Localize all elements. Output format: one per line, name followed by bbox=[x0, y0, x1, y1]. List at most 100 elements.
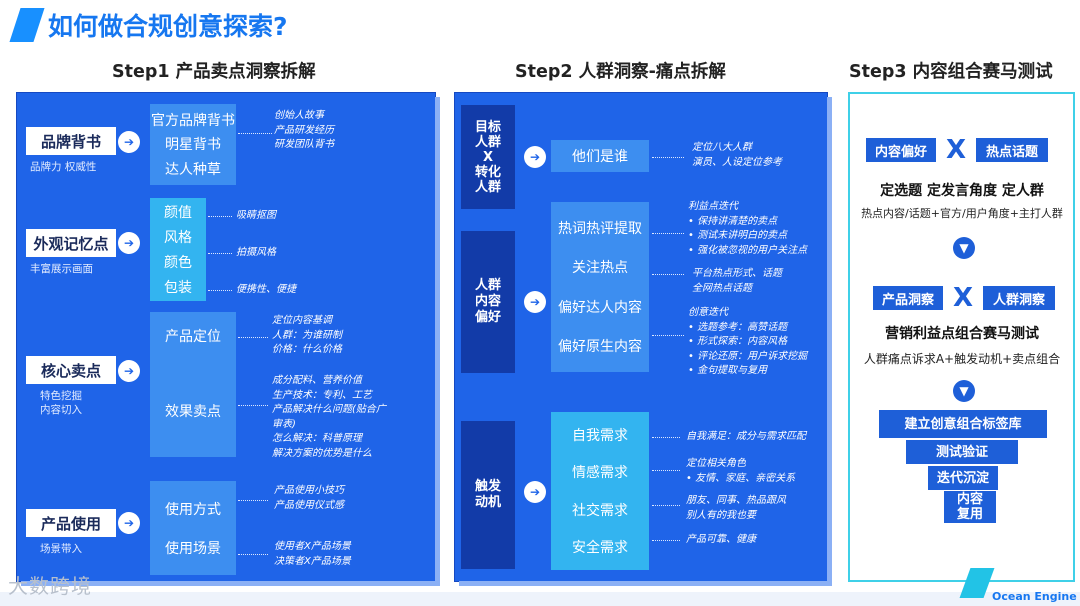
item-label: 关注热点 bbox=[572, 260, 628, 277]
note-text: 演员、人设定位参考 bbox=[692, 156, 782, 168]
note-text: 创意迭代 bbox=[688, 307, 728, 318]
arrow-circle-icon: ➔ bbox=[524, 291, 546, 313]
note-text: 人群：为谁研制 bbox=[272, 329, 342, 341]
note-group: 定位相关角色 • 友情、家庭、亲密关系 bbox=[686, 457, 795, 486]
connector-dots bbox=[652, 233, 684, 234]
sub-label: 内容切入 bbox=[40, 404, 82, 416]
label-line: 触发 bbox=[474, 479, 501, 494]
step2-title: Step2 人群洞察-痛点拆解 bbox=[515, 62, 726, 82]
item-label: 产品定位 bbox=[165, 329, 221, 345]
label-line: 人群 bbox=[474, 179, 501, 195]
note-group: 创意迭代 • 选题参考：高赞话题 • 形式探索：内容风格 • 评论还原：用户诉求… bbox=[688, 306, 807, 379]
arrow-circle-icon: ➔ bbox=[118, 360, 140, 382]
note-text: 产品使用小技巧 bbox=[274, 485, 344, 496]
step3-heading: 定选题 定发言角度 定人群 bbox=[880, 183, 1044, 199]
note-text: 定位八大人群 bbox=[692, 142, 752, 153]
arrow-circle-icon: ➔ bbox=[524, 146, 546, 168]
note-text: • 选题参考：高赞话题 bbox=[688, 321, 788, 333]
note-text: 定位内容基调 bbox=[272, 315, 332, 326]
funnel-level-1: 建立创意组合标签库 bbox=[879, 410, 1047, 438]
item-label: 安全需求 bbox=[572, 540, 628, 557]
bottom-bar bbox=[0, 592, 1080, 606]
item-label: 情感需求 bbox=[572, 465, 628, 482]
label-line: 人群 bbox=[474, 278, 501, 293]
note-group: 产品使用小技巧 产品使用仪式感 bbox=[274, 484, 344, 513]
title-bar bbox=[0, 0, 1080, 48]
item-label: 他们是谁 bbox=[572, 149, 628, 165]
note-text: 别人有的我也要 bbox=[686, 509, 756, 521]
step3-title: Step3 内容组合赛马测试 bbox=[849, 62, 1053, 82]
step3-heading: 营销利益点组合赛马测试 bbox=[885, 326, 1039, 342]
note-text: 价格：什么价格 bbox=[272, 344, 342, 355]
note-text: 吸睛抠图 bbox=[236, 210, 276, 221]
arrow-down-circle-icon: ▼ bbox=[953, 380, 975, 402]
note-text: 审表) bbox=[272, 418, 296, 430]
note-text: 自我满足：成分与需求匹配 bbox=[686, 431, 806, 442]
step3-subheading: 热点内容/话题+官方/用户角度+主打人群 bbox=[861, 207, 1063, 220]
note-group: 定位八大人群 演员、人设定位参考 bbox=[692, 141, 782, 170]
note-group: 创始人故事 产品研发经历 研发团队背书 bbox=[274, 109, 334, 153]
watermark-text: 大数跨境 bbox=[8, 574, 92, 598]
funnel-level-4: 内容复用 bbox=[944, 491, 996, 523]
items-appearance: 颜值 风格 颜色 包装 bbox=[150, 198, 206, 301]
tag-hot-topics: 热点话题 bbox=[976, 138, 1048, 162]
label-trigger-motivation: 触发 动机 bbox=[461, 421, 515, 569]
connector-dots bbox=[652, 274, 684, 275]
sub-label: 品牌力 权威性 bbox=[30, 161, 97, 173]
items-preference: 热词热评提取 关注热点 偏好达人内容 偏好原生内容 bbox=[551, 202, 649, 372]
note-text: • 评论还原：用户诉求挖掘 bbox=[688, 350, 808, 362]
note-text: 解决方案的优势是什么 bbox=[272, 447, 372, 459]
x-symbol: X bbox=[946, 135, 967, 165]
note-group: 朋友、同事、热品跟风 别人有的我也要 bbox=[686, 494, 786, 523]
sub-label: 场景带入 bbox=[40, 543, 82, 555]
note-text: 怎么解决：科普原理 bbox=[272, 433, 362, 444]
item-label: 明星背书 bbox=[165, 137, 221, 154]
arrow-circle-icon: ➔ bbox=[118, 512, 140, 534]
label-brand-endorsement: 品牌背书 bbox=[26, 127, 116, 155]
sub-label: 特色挖掘 bbox=[40, 390, 82, 402]
note-text: 使用者X产品场景 bbox=[274, 541, 351, 552]
label-line: 内容 bbox=[474, 294, 501, 309]
note-text: 产品解决什么问题(贴合广 bbox=[272, 404, 386, 415]
items-brand: 官方品牌背书 明星背书 达人种草 bbox=[150, 104, 236, 185]
tag-audience-insight: 人群洞察 bbox=[983, 286, 1055, 310]
item-label: 效果卖点 bbox=[165, 404, 221, 420]
arrow-down-circle-icon: ▼ bbox=[953, 237, 975, 259]
label-line: 偏好 bbox=[474, 310, 501, 325]
item-label: 官方品牌背书 bbox=[151, 113, 235, 130]
note-text: • 友情、家庭、亲密关系 bbox=[686, 472, 796, 484]
note-text: 产品使用仪式感 bbox=[274, 499, 344, 511]
item-label: 社交需求 bbox=[572, 502, 628, 519]
note-text: • 保持讲清楚的卖点 bbox=[688, 215, 778, 227]
note-group: 使用者X产品场景 决策者X产品场景 bbox=[274, 540, 351, 569]
item-label: 热词热评提取 bbox=[558, 220, 642, 237]
step3-subheading: 人群痛点诉求A+触发动机+卖点组合 bbox=[863, 352, 1061, 366]
label-line: 目标 bbox=[474, 119, 501, 135]
note-group: 利益点迭代 • 保持讲清楚的卖点 • 测试未讲明白的卖点 • 强化被忽视的用户关… bbox=[688, 200, 807, 258]
item-label: 颜色 bbox=[164, 254, 192, 271]
arrow-circle-icon: ➔ bbox=[118, 232, 140, 254]
label-appearance: 外观记忆点 bbox=[26, 229, 116, 257]
x-symbol: X bbox=[953, 283, 974, 313]
label-line: X bbox=[482, 149, 494, 165]
funnel-level-3: 迭代沉淀 bbox=[928, 466, 998, 490]
item-label: 风格 bbox=[164, 230, 192, 247]
connector-dots bbox=[208, 216, 232, 217]
page-title: 如何做合规创意探索? bbox=[48, 12, 288, 41]
item-label: 颜值 bbox=[164, 205, 192, 222]
note-text: 生产技术：专利、工艺 bbox=[272, 389, 372, 401]
note-text: 研发团队背书 bbox=[274, 139, 334, 150]
note-text: 成分配料、营养价值 bbox=[272, 375, 362, 386]
connector-dots bbox=[238, 554, 268, 555]
note-text: 拍摄风格 bbox=[236, 247, 276, 258]
note-text: • 测试未讲明白的卖点 bbox=[688, 230, 788, 241]
label-product-usage: 产品使用 bbox=[26, 509, 116, 537]
connector-dots bbox=[652, 540, 680, 541]
label-line: 动机 bbox=[474, 495, 501, 510]
item-label: 达人种草 bbox=[165, 161, 221, 178]
connector-dots bbox=[652, 157, 684, 158]
funnel-level-2: 测试验证 bbox=[906, 440, 1018, 464]
connector-dots bbox=[652, 470, 680, 471]
item-label: 使用场景 bbox=[165, 540, 221, 557]
item-label: 包装 bbox=[164, 279, 192, 296]
